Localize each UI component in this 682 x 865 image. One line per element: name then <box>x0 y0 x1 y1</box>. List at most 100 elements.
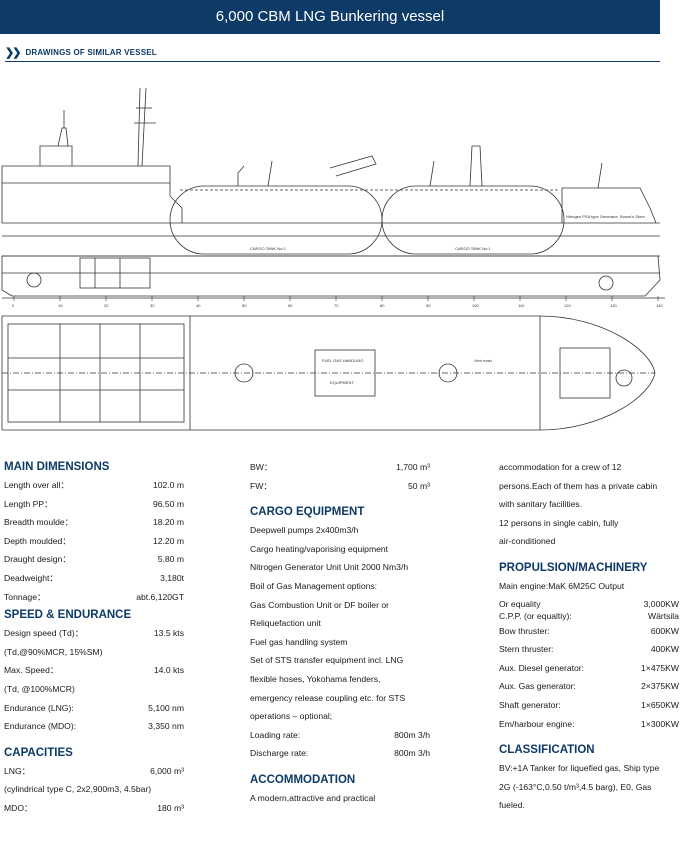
spec-row: Em/harbour engine:1×300KW <box>499 715 679 734</box>
accommodation-plan <box>7 323 185 423</box>
spec-label: BW： <box>250 462 273 472</box>
spec-label: Stern thruster: <box>499 644 554 655</box>
accommodation-line: A modern,attractive and practical <box>250 792 376 803</box>
frame-tick-label: 80 <box>380 303 385 308</box>
main-engine-text: Main engine:MaK 6M25C Output <box>499 580 625 591</box>
spec-label: Max. Speed： <box>4 665 59 676</box>
text-line: Fuel gas handling system <box>250 636 348 647</box>
cargo-tank-1 <box>381 185 565 255</box>
spec-value: 14.0 kts <box>153 665 184 676</box>
text-line: Set of STS transfer equipment incl. LNG <box>250 655 404 666</box>
text-line: Boil of Gas Management options: <box>250 580 378 591</box>
spec-label: Shaft generator: <box>499 699 561 710</box>
spec-value: 5,100 nm <box>148 702 184 713</box>
tank1-label: CARGO TANK No.1 <box>455 246 491 251</box>
engine-room <box>79 257 151 289</box>
frame-tick-label: 110 <box>518 303 525 308</box>
frame-tick-label: 50 <box>242 303 247 308</box>
propulsion-heading: PROPULSION/MACHINERY <box>499 561 648 574</box>
spec-label: Endurance (LNG): <box>4 702 74 713</box>
main-dimensions-list: Length over all： 102.0 m Length PP：96.50 m… <box>4 476 184 606</box>
accommodation-heading: ACCOMMODATION <box>250 773 356 786</box>
speed-heading: SPEED & ENDURANCE <box>4 609 132 622</box>
bosun-label: Bosun's Store <box>620 214 646 219</box>
spec-row: (Td,@90%MCR, 15%SM) <box>4 643 184 662</box>
spec-label: Tonnage： <box>4 591 46 602</box>
frame-tick-label: 20 <box>104 303 109 308</box>
frame-tick-label: 30 <box>150 303 155 308</box>
spec-row: LNG： 6,000 m³ <box>4 762 184 781</box>
spec-label: Loading rate: <box>250 729 301 740</box>
page-header: 6,000 CBM LNG Bunkering vessel <box>0 0 660 34</box>
double-chevron-right-icon: ❯❯ <box>5 47 22 59</box>
text-line: operations – optional; <box>250 711 333 722</box>
vessel-drawing: CARGO TANK No.2 CARGO TANK No.1 Nitrogen… <box>1 87 665 431</box>
spec-label: Discharge rate: <box>250 748 309 759</box>
frame-tick-label: 140 <box>656 303 663 308</box>
frame-tick-label: 0 <box>12 303 15 308</box>
spec-label: LNG： <box>4 765 31 776</box>
frame-tick-label: 60 <box>288 303 293 308</box>
tank2-label: CARGO TANK No.2 <box>250 246 286 251</box>
spec-row: MDO：180 m³ <box>4 799 184 818</box>
spec-value: 50 m³ <box>408 480 430 491</box>
spec-row: (cylindrical type C, 2x2,900m3, 4.5bar) <box>4 780 184 799</box>
spec-label: FW： <box>250 480 272 491</box>
spec-value: 1,700 m³ <box>396 462 430 472</box>
classification-heading: CLASSIFICATION <box>499 744 595 757</box>
spec-value: 18.20 m <box>152 517 184 528</box>
section-tag-label: DRAWINGS OF SIMILAR VESSEL <box>25 48 157 57</box>
spec-row: Stern thruster:400KW <box>499 640 679 659</box>
vent-mast <box>469 145 483 187</box>
text-line: Deepwell pumps 2x400m3/h <box>250 525 359 536</box>
text-line: Cargo heating/vaporising equipment <box>250 543 389 554</box>
text-line: Reliquefaction unit <box>250 618 321 629</box>
spec-row: Design speed (Td)： 13.5 kts <box>4 624 184 643</box>
spec-value: 800m 3/h <box>394 748 430 759</box>
text-line: Gas Combustion Unit or DF boiler or <box>250 599 389 610</box>
spec-label: Design speed (Td)： <box>4 628 84 639</box>
frame-tick-label: 40 <box>196 303 201 308</box>
spec-label: Aux. Diesel generator: <box>499 662 585 673</box>
spec-value: 3,180t <box>160 572 184 583</box>
spec-label: Draught design： <box>4 554 71 565</box>
spec-row: (Td, @100%MCR) <box>4 680 184 699</box>
section-tag: ❯❯ DRAWINGS OF SIMILAR VESSEL <box>5 46 157 59</box>
spec-label: Length over all： <box>4 480 69 490</box>
nitrogen-label: Nitrogen PSA type Generator <box>566 214 618 219</box>
spec-row: Max. Speed： 14.0 kts <box>4 661 184 680</box>
spec-row: Length PP：96.50 m <box>4 495 184 514</box>
text-line: emergency release coupling etc. for STS <box>250 692 406 703</box>
frame-tick-label: 90 <box>426 303 431 308</box>
accommodation-line: 12 persons in single cabin, fully <box>499 517 619 528</box>
spec-value: 13.5 kts <box>153 628 184 639</box>
profile-labels: CARGO TANK No.2 CARGO TANK No.1 Nitrogen… <box>250 214 646 251</box>
propeller <box>26 272 42 288</box>
spec-value: 180 m³ <box>157 802 184 813</box>
section-divider <box>5 61 660 62</box>
funnel <box>57 127 69 147</box>
spec-value: 1×650KW <box>641 699 679 710</box>
classification-lines: BV:+1A Tanker for liquefied gas, Ship ty… <box>499 759 679 815</box>
main-dimensions-heading: MAIN DIMENSIONS <box>4 461 110 473</box>
spec-label: (cylindrical type C, 2x2,900m3, 4.5bar) <box>4 784 152 795</box>
frame-tick-label: 130 <box>610 303 617 308</box>
column-right: accommodation for a crew of 12 persons.E… <box>499 458 679 815</box>
spec-label: Em/harbour engine: <box>499 718 575 729</box>
spec-row: Deadweight：3,180t <box>4 569 184 588</box>
spec-row: Tonnage：abt.6,120GT <box>4 588 184 607</box>
spec-value: 96.50 m <box>152 498 184 509</box>
spec-value: 102.0 m <box>152 480 184 490</box>
spec-row: Aux. Gas generator:2×375KW <box>499 677 679 696</box>
spec-row: Endurance (LNG): 5,100 nm <box>4 699 184 718</box>
spec-value: 6,000 m³ <box>150 765 184 776</box>
spec-row: Shaft generator: 1×650KW <box>499 696 679 715</box>
spec-row: Draught design：5.80 m <box>4 550 184 569</box>
